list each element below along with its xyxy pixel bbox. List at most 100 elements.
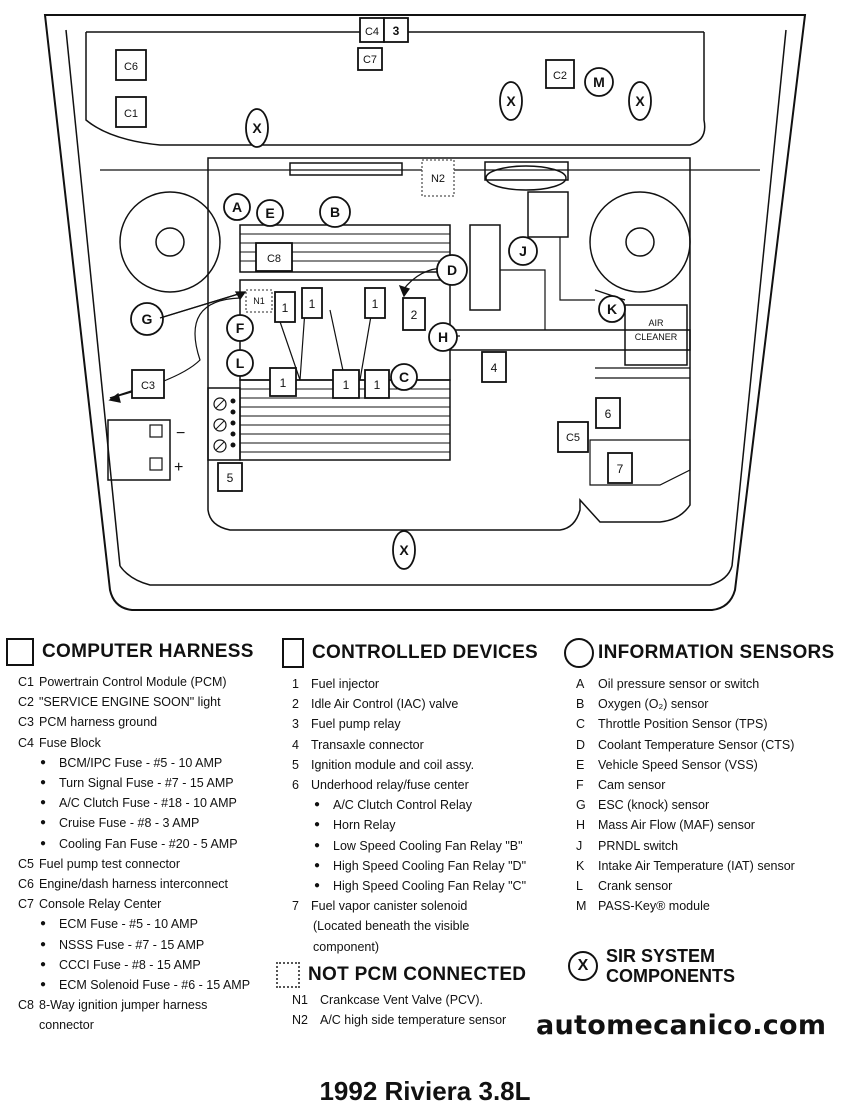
marker-sensor-l [226,349,254,377]
legend-item-code: 6 [292,778,299,793]
svg-text:K: K [607,301,617,317]
legend-item-code: C1 [18,675,34,689]
legend-item-text: Cam sensor [598,778,666,793]
legend-item-code: H [576,818,586,833]
legend-subitem: ● High Speed Cooling Fan Relay "D" [292,856,562,876]
not-pcm-title: NOT PCM CONNECTED [308,964,527,985]
svg-text:5: 5 [227,471,234,485]
legend-subitem: ●Horn Relay [292,815,562,835]
marker-sensor-f [226,314,254,342]
marker-device-1a [274,291,296,323]
computer-harness-title: COMPUTER HARNESS [42,641,254,662]
legend-subitem-text: Low Speed Cooling Fan Relay "B" [333,838,523,853]
bullet-icon: ● [40,979,47,991]
marker-sensor-k [598,295,626,323]
legend-subitem-text: Horn Relay [333,818,396,833]
sir-line2: COMPONENTS [606,966,736,986]
legend-item: C2"SERVICE ENGINE SOON" light [18,692,276,712]
svg-text:M: M [593,74,605,90]
marker-c2-label: C2 [553,70,567,82]
legend-item-code: 3 [292,717,299,732]
svg-text:N1: N1 [253,296,265,306]
engine-bay-diagram: C4 3 C7 C6 C1 C2 C8 C3 C5 1 1 1 2 1 1 1 … [43,14,807,611]
marker-d3-top [383,17,409,43]
legend-subitem-text: Cooling Fan Fuse - #20 - 5 AMP [59,836,238,851]
battery [107,419,171,481]
marker-c8 [255,242,293,272]
bullet-icon: ● [40,938,47,950]
marker-device-1b [301,287,323,319]
svg-text:2: 2 [411,308,418,322]
legend-item-text: A/C high side temperature sensor [320,1013,507,1028]
bullet-icon: ● [40,797,47,809]
marker-sir-4 [392,530,416,570]
svg-text:1: 1 [280,376,287,390]
marker-c5 [557,421,589,453]
legend-item-text: Fuel pump relay [311,717,401,732]
intake-manifold [239,224,451,273]
svg-text:E: E [265,205,274,221]
marker-sensor-h [428,322,458,352]
marker-sensor-c [390,363,418,391]
marker-sensor-b [319,196,351,228]
legend-item-code: L [576,879,583,894]
marker-device-1c [364,287,386,319]
legend-item-code: K [576,858,585,873]
marker-c5-label: C5 [566,432,580,444]
legend-item-text: Underhood relay/fuse center [311,778,469,793]
marker-sensor-a [223,193,251,221]
legend-item-code: 7 [292,899,299,914]
marker-n1 [245,289,273,313]
legend-subitem-text: BCM/IPC Fuse - #5 - 10 AMP [59,755,223,770]
legend-subitem: ●A/C Clutch Fuse - #18 - 10 AMP [18,793,276,813]
svg-text:7: 7 [617,462,624,476]
svg-text:H: H [438,329,448,345]
marker-sensor-d [436,254,468,286]
bullet-icon: ● [314,859,321,871]
legend-subitem-text: High Speed Cooling Fan Relay "D" [333,858,527,873]
legend-item-continuation: (Located beneath the visible [292,916,562,936]
marker-sir-1 [245,108,269,148]
marker-device-1d [269,367,297,397]
marker-c1 [115,96,147,128]
marker-n2 [421,159,455,197]
bullet-icon: ● [40,958,47,970]
sir-symbol: X [568,951,598,981]
svg-text:G: G [142,311,153,327]
legend-item-code: E [576,757,585,772]
watermark: automecanico.com [536,1010,827,1041]
marker-device-1f [364,369,390,399]
legend-item-text: Transaxle connector [311,737,424,752]
legend-item-code: C7 [18,897,34,912]
legend-item-code: 2 [292,697,299,712]
legend-item-code: N2 [292,1013,308,1028]
legend-item-text: Crankcase Vent Valve (PCV). [320,993,484,1007]
legend-item-text: Oxygen (O₂) sensor [598,697,709,712]
svg-text:X: X [399,542,409,558]
marker-sensor-e [256,199,284,227]
svg-text:A: A [232,199,242,215]
svg-text:N2: N2 [431,173,445,185]
bullet-icon: ● [40,756,47,768]
legend-subitem: ●Cooling Fan Fuse - #20 - 5 AMP [18,834,276,854]
svg-text:D: D [447,262,457,278]
marker-c6 [115,49,147,81]
legend-item-code: A [576,677,585,691]
legend-item-text: Ignition module and coil assy. [311,757,475,772]
legend-item-text: Throttle Position Sensor (TPS) [598,717,768,732]
